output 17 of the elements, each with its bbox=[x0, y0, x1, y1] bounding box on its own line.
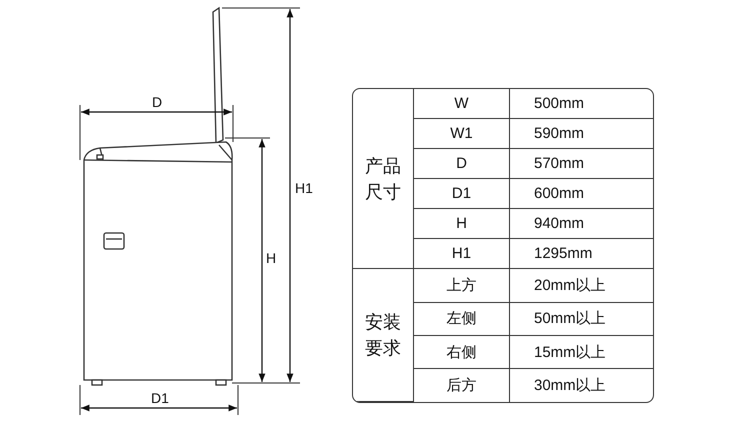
dimension-label: D1 bbox=[151, 390, 169, 406]
value-cell: 500mm bbox=[510, 89, 653, 118]
value-cell: 30mm以上 bbox=[510, 368, 653, 402]
dimension-name-cell: D1 bbox=[414, 178, 510, 208]
dimension-label: H bbox=[266, 250, 276, 266]
dimension-name-cell: H1 bbox=[414, 238, 510, 269]
dimension-label: H1 bbox=[295, 180, 313, 196]
dimension-name-cell: 右侧 bbox=[414, 335, 510, 369]
dimension-name-cell: D bbox=[414, 148, 510, 178]
dimension-name-cell: W bbox=[414, 89, 510, 118]
dimension-label: D bbox=[152, 94, 162, 110]
dimension-name-cell: W1 bbox=[414, 118, 510, 148]
dimension-name-cell: H bbox=[414, 208, 510, 239]
group-header-cell: 产品尺寸 bbox=[353, 89, 414, 269]
dimension-name-cell: 上方 bbox=[414, 268, 510, 302]
dimension-name-cell: 后方 bbox=[414, 368, 510, 402]
dimension-name-cell: 左侧 bbox=[414, 302, 510, 336]
